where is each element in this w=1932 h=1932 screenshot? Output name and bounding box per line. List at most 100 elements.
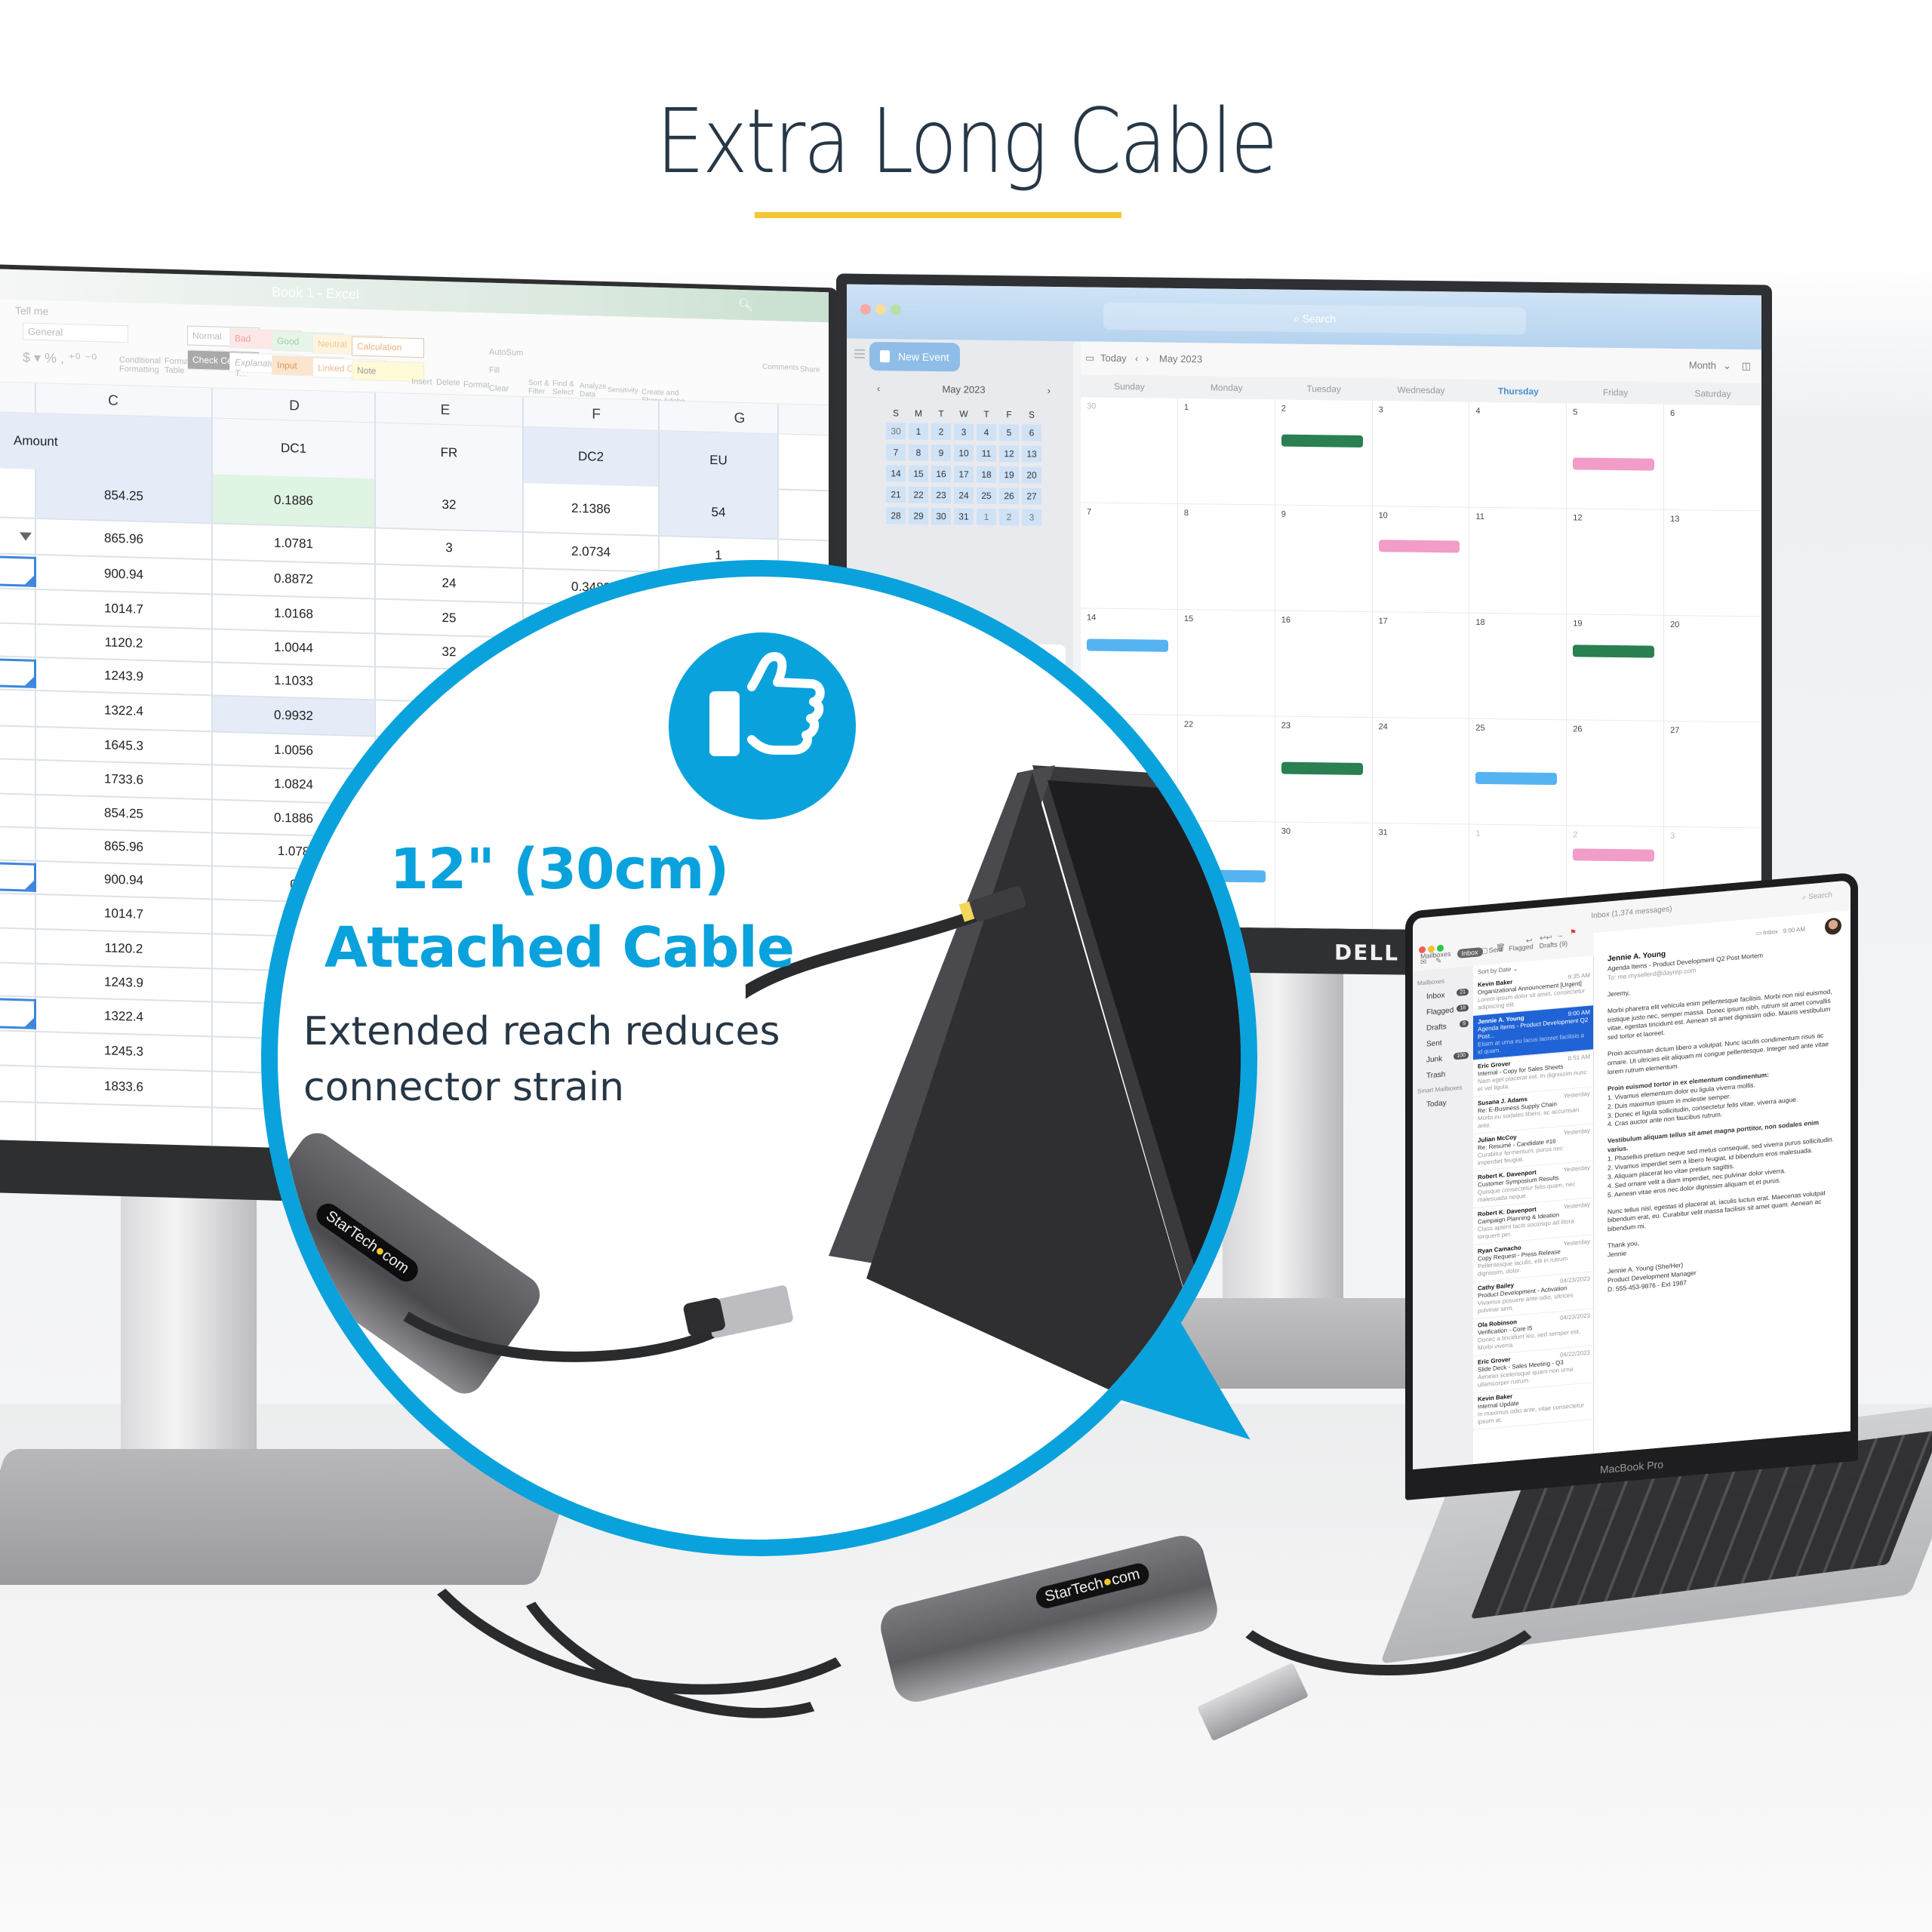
maximize-window-button[interactable] <box>891 304 901 315</box>
mini-day[interactable]: 8 <box>909 444 928 461</box>
selected-cell[interactable] <box>0 998 36 1029</box>
calendar-event[interactable] <box>1281 761 1363 775</box>
currency-percent-buttons[interactable]: $ ▾ % , ⁺⁰ ⁻⁰ <box>23 349 97 368</box>
cell-c[interactable]: 865.96 <box>104 531 143 546</box>
mini-day[interactable]: 30 <box>931 507 951 525</box>
cell-d[interactable]: 0.1886 <box>213 474 374 528</box>
conditional-formatting-button[interactable]: Conditional Formatting <box>119 355 162 375</box>
cell-d[interactable]: 1.1033 <box>274 672 313 689</box>
day-cell[interactable]: 24 <box>1372 718 1470 825</box>
mini-day[interactable]: 16 <box>931 465 951 483</box>
day-cell[interactable]: 12 <box>1567 509 1665 616</box>
format-cells-button[interactable]: Format <box>463 380 490 390</box>
next-month-button[interactable]: › <box>1146 352 1149 365</box>
cell-d[interactable]: 0.9932 <box>213 696 374 736</box>
mini-day[interactable]: 25 <box>977 487 996 505</box>
mini-day[interactable]: 3 <box>954 423 974 441</box>
day-cell[interactable]: 27 <box>1664 721 1761 829</box>
day-cell[interactable]: 30 <box>1081 397 1178 504</box>
day-cell[interactable]: 6 <box>1664 404 1761 512</box>
mini-day[interactable]: 27 <box>1022 488 1041 505</box>
mini-day[interactable]: 23 <box>931 486 951 504</box>
cell-c[interactable]: 1733.6 <box>104 771 143 787</box>
selected-cell[interactable] <box>0 862 36 892</box>
mini-day[interactable]: 13 <box>1022 445 1041 463</box>
mini-day[interactable]: 17 <box>954 466 974 483</box>
mini-day[interactable]: 19 <box>999 466 1019 484</box>
day-cell[interactable]: 15 <box>1177 609 1275 717</box>
column-header-c[interactable]: C <box>108 392 118 409</box>
day-cell[interactable]: 10 <box>1372 506 1470 614</box>
close-window-button[interactable] <box>860 303 871 315</box>
selected-cell[interactable] <box>0 555 36 587</box>
mini-day[interactable]: 31 <box>954 508 974 525</box>
column-header-d[interactable]: D <box>289 398 300 414</box>
mini-day[interactable]: 2 <box>931 423 951 441</box>
mini-day[interactable]: 1 <box>909 423 928 440</box>
calendar-event[interactable] <box>1378 540 1460 553</box>
column-header-f[interactable]: F <box>592 406 601 423</box>
cell-c[interactable]: 854.25 <box>104 805 143 821</box>
selected-cell[interactable] <box>0 658 36 688</box>
day-cell[interactable]: 1 <box>1177 398 1275 506</box>
mini-day[interactable]: 12 <box>999 445 1019 463</box>
cell-e[interactable]: 32 <box>376 478 522 531</box>
sidebar-item-today[interactable]: Today <box>1417 1094 1469 1114</box>
mini-day[interactable]: 15 <box>909 465 928 482</box>
cell-c[interactable]: 1245.3 <box>104 1043 143 1059</box>
cell-c[interactable]: 1120.2 <box>104 635 143 651</box>
day-cell[interactable]: 25 <box>1469 718 1567 826</box>
mini-day[interactable]: 3 <box>1022 509 1041 526</box>
mini-day[interactable]: 5 <box>999 424 1019 441</box>
menu-icon[interactable] <box>854 349 865 358</box>
view-select[interactable]: Month <box>1688 359 1716 371</box>
cell-c[interactable]: 1645.3 <box>104 737 143 753</box>
day-cell[interactable]: 17 <box>1372 612 1470 719</box>
cell-d[interactable]: 1.0056 <box>274 742 313 758</box>
mini-day[interactable]: 4 <box>977 423 996 441</box>
mini-day[interactable]: 9 <box>931 444 951 462</box>
mini-day[interactable]: 7 <box>886 444 906 461</box>
cell-c[interactable]: 1833.6 <box>104 1078 143 1094</box>
today-button[interactable]: Today <box>1100 352 1127 365</box>
share-button[interactable]: Share <box>800 365 820 374</box>
header-fr[interactable]: FR <box>376 423 522 483</box>
calendar-search-input[interactable]: ⌕ Search <box>1103 302 1526 335</box>
mini-day[interactable]: 28 <box>886 507 906 525</box>
cell-e[interactable]: 3 <box>445 540 453 555</box>
cell-e[interactable]: 25 <box>441 610 457 626</box>
cell-c[interactable]: 1243.9 <box>104 974 143 990</box>
mini-day[interactable]: 21 <box>886 486 906 503</box>
mini-day[interactable]: 24 <box>954 487 974 504</box>
search-icon[interactable]: 🔍︎ <box>737 298 753 312</box>
calendar-event[interactable] <box>1281 434 1363 448</box>
chevron-down-icon[interactable]: ⌄ <box>1723 359 1731 371</box>
day-cell[interactable]: 18 <box>1469 613 1567 721</box>
sidebar-item-trash[interactable]: Trash <box>1417 1065 1469 1085</box>
calendar-event[interactable] <box>1475 771 1558 786</box>
day-cell[interactable]: 26 <box>1567 720 1665 827</box>
day-cell[interactable]: 20 <box>1664 615 1761 723</box>
autosum-button[interactable]: AutoSum <box>489 347 524 358</box>
day-cell[interactable]: 5 <box>1567 403 1665 510</box>
mini-day[interactable]: 29 <box>909 507 928 525</box>
day-cell[interactable]: 19 <box>1567 614 1665 721</box>
day-cell[interactable]: 16 <box>1275 611 1373 718</box>
style-calculation[interactable]: Calculation <box>352 336 424 358</box>
cell-c[interactable]: 900.94 <box>104 566 143 582</box>
flag-icon[interactable]: ⚑ <box>1570 928 1577 937</box>
header-dc2[interactable]: DC2 <box>524 426 658 487</box>
column-header-e[interactable]: E <box>440 401 451 419</box>
day-cell[interactable]: 23 <box>1275 716 1373 824</box>
mini-day[interactable]: 11 <box>977 445 996 463</box>
forward-icon[interactable]: → <box>1556 931 1564 940</box>
prev-month-button[interactable]: ‹ <box>1135 352 1139 365</box>
mini-day[interactable]: 26 <box>999 488 1019 505</box>
header-dc1[interactable]: DC1 <box>213 418 374 479</box>
mini-prev-month-icon[interactable]: ‹ <box>877 383 881 395</box>
mini-day[interactable]: 1 <box>977 508 996 526</box>
day-cell[interactable]: 2 <box>1275 399 1373 507</box>
column-header-g[interactable]: G <box>734 410 746 427</box>
header-amount[interactable]: Amount <box>0 412 211 475</box>
header-eu[interactable]: EU <box>660 430 777 491</box>
